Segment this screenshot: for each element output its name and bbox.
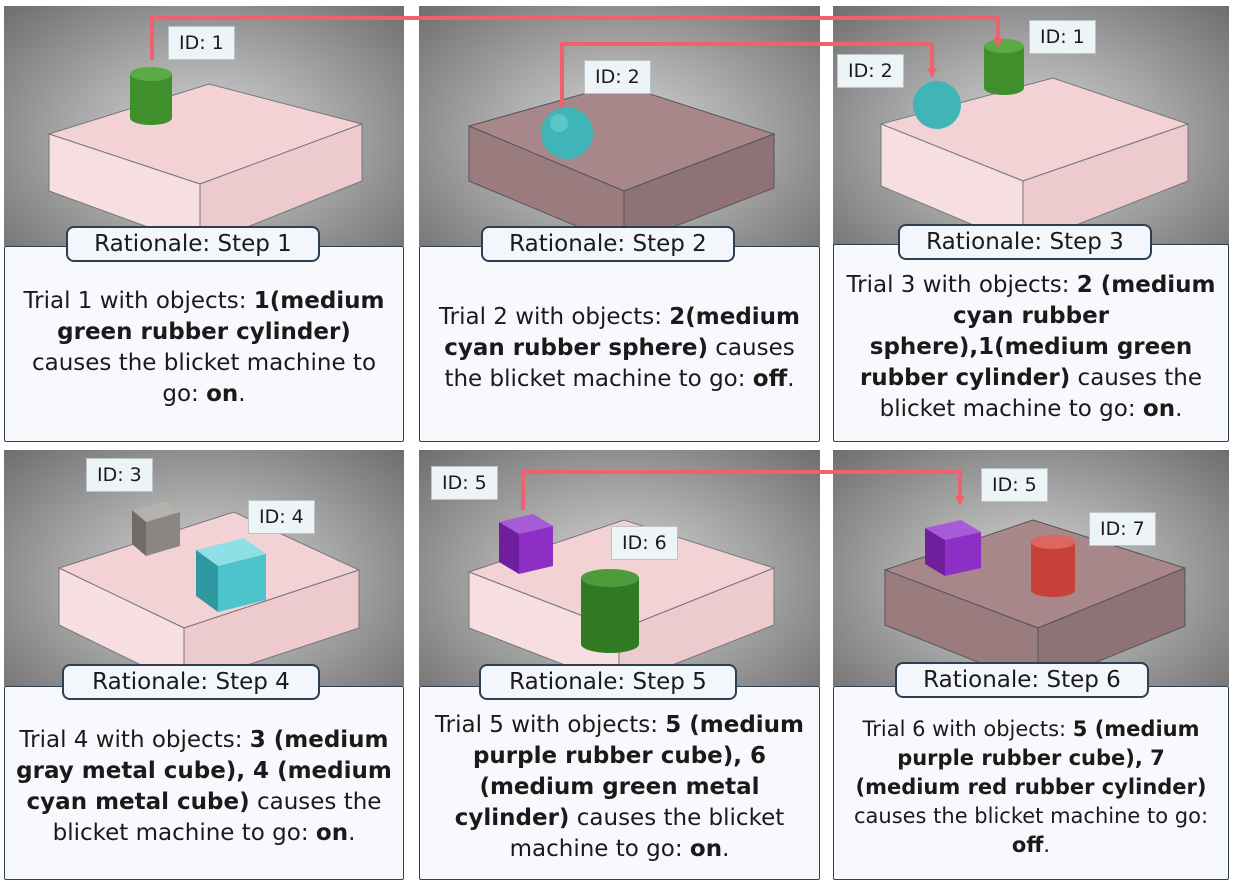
panel-step-6: ID: 5 ID: 7 Rationale: Step 6 Trial 6 wi… [833, 450, 1229, 880]
cyan-metal-cube-object [196, 538, 266, 612]
object-id-tag: ID: 2 [837, 54, 904, 88]
blicket-machine-front [880, 123, 1024, 246]
step-label: Rationale: Step 1 [66, 226, 320, 262]
cyan-sphere-object [913, 81, 961, 129]
blicket-machine-front [884, 569, 1039, 686]
trial-caption: Trial 3 with objects: 2 (medium cyan rub… [833, 244, 1229, 442]
scene-render [467, 83, 776, 246]
caption-text: Trial 5 with objects: 5 (medium purple r… [434, 711, 805, 862]
scene-image [419, 6, 820, 246]
scene-render [47, 67, 364, 246]
caption-text: Trial 1 with objects: 1(medium green rub… [23, 288, 385, 407]
panel-step-2: ID: 2 Rationale: Step 2 Trial 2 with obj… [419, 6, 820, 442]
scene-render [883, 519, 1187, 686]
green-metal-cylinder-object [581, 569, 639, 653]
gray-metal-cube-object [132, 502, 180, 556]
trial-caption: Trial 2 with objects: 2(medium cyan rubb… [419, 246, 820, 442]
red-rubber-cylinder-object [1031, 535, 1075, 597]
object-id-tag: ID: 3 [86, 458, 153, 492]
object-id-tag: ID: 7 [1089, 512, 1156, 546]
panel-step-3: ID: 2 ID: 1 Rationale: Step 3 Trial 3 wi… [833, 6, 1229, 442]
step-label: Rationale: Step 3 [898, 224, 1152, 260]
caption-text: Trial 4 with objects: 3 (medium gray met… [16, 727, 392, 846]
trial-caption: Trial 5 with objects: 5 (medium purple r… [419, 686, 820, 880]
scene-image [4, 450, 404, 686]
object-id-tag: ID: 4 [248, 500, 315, 534]
caption-text: Trial 6 with objects: 5 (medium purple r… [853, 716, 1209, 857]
purple-rubber-cube-object [499, 514, 553, 574]
object-id-tag: ID: 5 [981, 468, 1048, 502]
panel-step-1: ID: 1 Rationale: Step 1 Trial 1 with obj… [4, 6, 404, 442]
panel-step-4: ID: 3 ID: 4 Rationale: Step 4 Trial 4 wi… [4, 450, 404, 880]
blicket-machine-side [199, 123, 363, 246]
trial-caption: Trial 6 with objects: 5 (medium purple r… [833, 686, 1229, 880]
step-label: Rationale: Step 2 [481, 226, 735, 262]
step-label: Rationale: Step 4 [62, 664, 320, 700]
object-id-tag: ID: 6 [611, 526, 678, 560]
caption-text: Trial 2 with objects: 2(medium cyan rubb… [438, 303, 801, 392]
object-id-tag: ID: 5 [431, 466, 498, 500]
trial-caption: Trial 1 with objects: 1(medium green rub… [4, 246, 404, 442]
object-id-tag: ID: 2 [584, 60, 651, 94]
object-id-tag: ID: 1 [168, 26, 235, 60]
green-cylinder-object [130, 67, 172, 125]
cyan-sphere-object [541, 107, 593, 159]
purple-rubber-cube-object [925, 520, 981, 576]
blicket-machine-front [468, 571, 620, 686]
step-label: Rationale: Step 5 [479, 664, 737, 700]
scene-render [879, 39, 1190, 246]
object-id-tag: ID: 1 [1029, 20, 1096, 54]
caption-text: Trial 3 with objects: 2 (medium cyan rub… [846, 271, 1216, 422]
blicket-machine-front [48, 133, 201, 246]
blicket-machine-front [58, 567, 185, 686]
scene-render [57, 502, 361, 686]
step-label: Rationale: Step 6 [895, 662, 1149, 698]
panel-step-5: ID: 5 ID: 6 Rationale: Step 5 Trial 5 wi… [419, 450, 820, 880]
trial-caption: Trial 4 with objects: 3 (medium gray met… [4, 686, 404, 880]
blicket-machine-front [468, 125, 625, 246]
green-cylinder-object [984, 39, 1024, 95]
